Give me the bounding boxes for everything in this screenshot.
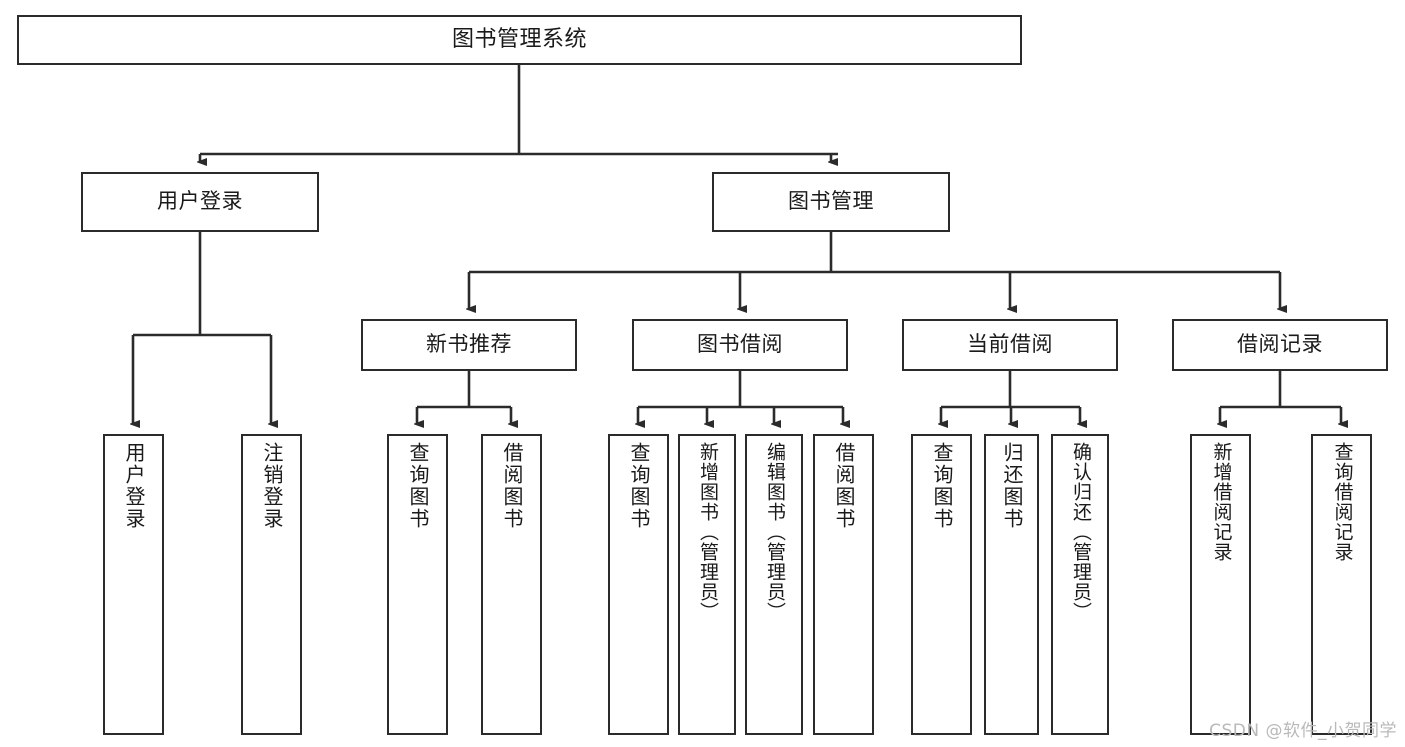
leaf-borrow-book-recommend[interactable]: 借阅图书 — [481, 434, 542, 735]
node-book-management[interactable]: 图书管理 — [712, 172, 950, 232]
leaf-add-book-admin-label: 新增图书（管理员） — [696, 442, 719, 622]
leaf-borrow-book-recommend-label: 借阅图书 — [500, 442, 524, 530]
leaf-query-book-current[interactable]: 查询图书 — [911, 434, 972, 735]
leaf-query-book-recommend-label: 查询图书 — [406, 442, 430, 530]
leaf-query-book-current-label: 查询图书 — [930, 442, 954, 530]
node-user-login[interactable]: 用户登录 — [81, 172, 319, 232]
node-user-login-label: 用户登录 — [157, 189, 243, 214]
node-book-borrow[interactable]: 图书借阅 — [632, 319, 848, 371]
node-borrow-record[interactable]: 借阅记录 — [1172, 319, 1388, 371]
node-book-borrow-label: 图书借阅 — [697, 332, 783, 357]
leaf-return-book-label: 归还图书 — [1000, 442, 1024, 530]
leaf-return-book[interactable]: 归还图书 — [984, 434, 1039, 735]
leaf-confirm-return-admin-label: 确认归还（管理员） — [1069, 442, 1092, 622]
leaf-borrow-book[interactable]: 借阅图书 — [813, 434, 874, 735]
leaf-user-login-label: 用户登录 — [122, 442, 146, 530]
node-new-book-recommend[interactable]: 新书推荐 — [361, 319, 577, 371]
leaf-add-borrow-record[interactable]: 新增借阅记录 — [1190, 434, 1251, 735]
node-root[interactable]: 图书管理系统 — [17, 15, 1022, 65]
leaf-user-logout-label: 注销登录 — [260, 442, 284, 530]
node-root-label: 图书管理系统 — [451, 26, 587, 52]
leaf-query-book-borrow[interactable]: 查询图书 — [608, 434, 669, 735]
leaf-user-logout[interactable]: 注销登录 — [241, 434, 302, 735]
leaf-add-book-admin[interactable]: 新增图书（管理员） — [678, 434, 736, 735]
node-new-book-recommend-label: 新书推荐 — [426, 332, 512, 357]
leaf-add-borrow-record-label: 新增借阅记录 — [1210, 442, 1233, 562]
node-borrow-record-label: 借阅记录 — [1237, 332, 1323, 357]
leaf-user-login[interactable]: 用户登录 — [103, 434, 164, 735]
leaf-query-borrow-record[interactable]: 查询借阅记录 — [1311, 434, 1372, 735]
leaf-query-book-borrow-label: 查询图书 — [627, 442, 651, 530]
node-book-management-label: 图书管理 — [788, 189, 874, 214]
node-current-borrow[interactable]: 当前借阅 — [902, 319, 1118, 371]
watermark: CSDN @软件_小贺同学 — [1209, 721, 1397, 741]
leaf-query-book-recommend[interactable]: 查询图书 — [387, 434, 448, 735]
leaf-query-borrow-record-label: 查询借阅记录 — [1331, 442, 1354, 562]
leaf-borrow-book-label: 借阅图书 — [832, 442, 856, 530]
leaf-confirm-return-admin[interactable]: 确认归还（管理员） — [1051, 434, 1109, 735]
node-current-borrow-label: 当前借阅 — [967, 332, 1053, 357]
leaf-edit-book-admin[interactable]: 编辑图书（管理员） — [745, 434, 803, 735]
leaf-edit-book-admin-label: 编辑图书（管理员） — [763, 442, 786, 622]
